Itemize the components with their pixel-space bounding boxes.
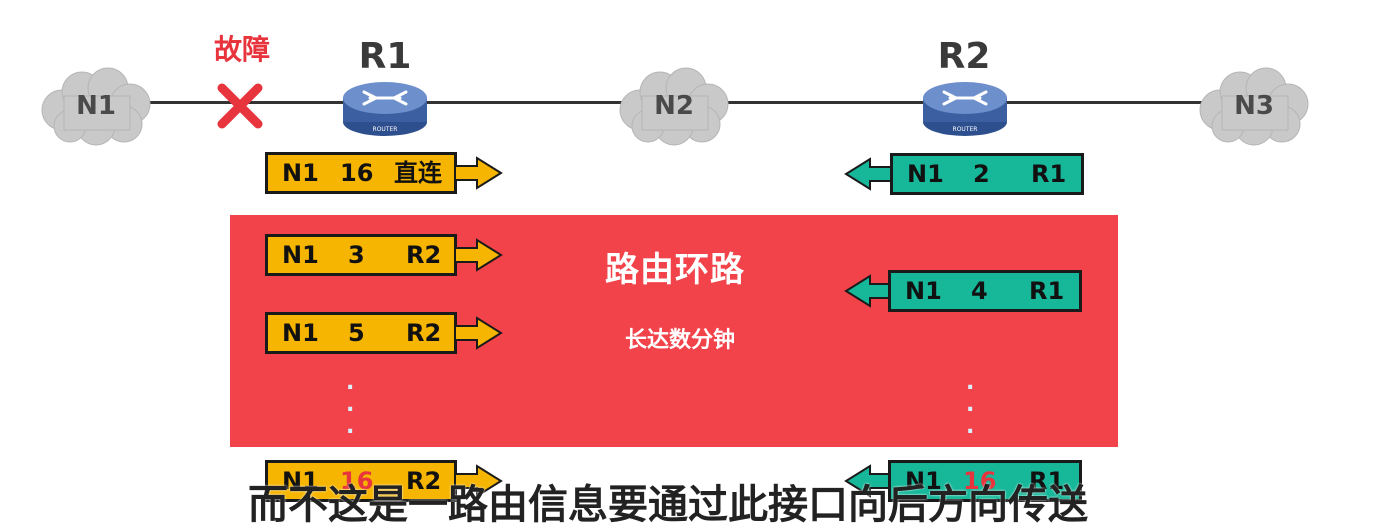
message-distance: 16 [963,467,997,495]
message-next-hop: R1 [1029,277,1065,305]
link-n2-r2 [725,101,925,104]
router-r2-name: R2 [937,36,991,77]
router-icon: ROUTER [343,82,427,136]
message-next-hop: R1 [1031,160,1067,188]
message-net: N1 [282,319,319,347]
message-distance: 4 [971,277,988,305]
r2-route-message: N1 2 R1 [842,153,1084,195]
cross-icon [217,83,263,129]
router-r1: ROUTER [340,76,430,140]
router-badge: ROUTER [953,126,978,133]
router-r1-name: R1 [358,36,412,77]
message-net: N1 [282,241,319,269]
cloud-label: N2 [654,91,694,121]
ellipsis-dot: . [346,370,355,395]
router-icon: ROUTER [923,82,1007,136]
message-next-hop: 直连 [394,159,442,187]
ellipsis-dot: . [966,392,975,417]
arrow-right-icon [455,316,503,350]
message-distance: 5 [348,319,365,347]
routing-loop-duration: 长达数分钟 [624,328,735,353]
video-caption: 而不这是一路由信息要通过此接口向后方向传送 [248,482,1088,528]
arrow-left-icon [844,274,892,308]
r1-route-message: N1 5 R2 [265,312,505,354]
network-cloud-n3: N3 [1198,66,1310,146]
network-cloud-n1: N1 [40,66,152,146]
ellipsis-r1: . . . [346,372,354,438]
r2-route-message: N1 16 R1 [842,460,1084,502]
message-next-hop: R2 [406,241,442,269]
r1-route-message: N1 3 R2 [265,234,505,276]
message-distance: 3 [348,241,365,269]
router-r2: ROUTER [920,76,1010,140]
message-net: N1 [282,467,319,495]
message-distance: 16 [340,467,374,495]
ellipsis-dot: . [966,370,975,395]
r1-route-message: N1 16 直连 [265,152,505,194]
cloud-icon [619,67,729,146]
arrow-right-icon [455,156,503,190]
ellipsis-dot: . [346,392,355,417]
message-distance: 2 [973,160,990,188]
message-next-hop: R1 [1029,467,1065,495]
message-net: N1 [905,467,942,495]
fault-label: 故障 [213,33,270,66]
router-badge: ROUTER [373,126,398,133]
arrow-right-icon [455,238,503,272]
ellipsis-dot: . [346,414,355,439]
ellipsis-r2: . . . [966,372,974,438]
routing-loop-title: 路由环路 [605,250,745,290]
link-r1-n2 [425,101,625,104]
network-cloud-n2: N2 [618,66,730,146]
message-next-hop: R2 [406,319,442,347]
arrow-right-icon [455,464,503,498]
message-net: N1 [282,159,319,187]
link-r2-n3 [1005,101,1205,104]
cloud-icon [1199,67,1309,146]
r2-route-message: N1 4 R1 [842,270,1084,312]
message-distance: 16 [340,159,374,187]
cloud-label: N3 [1234,91,1274,121]
r1-route-message: N1 16 R2 [265,460,505,502]
cloud-icon [41,67,151,146]
arrow-left-icon [844,157,892,191]
cloud-label: N1 [76,91,116,121]
message-net: N1 [907,160,944,188]
message-next-hop: R2 [406,467,442,495]
ellipsis-dot: . [966,414,975,439]
message-net: N1 [905,277,942,305]
